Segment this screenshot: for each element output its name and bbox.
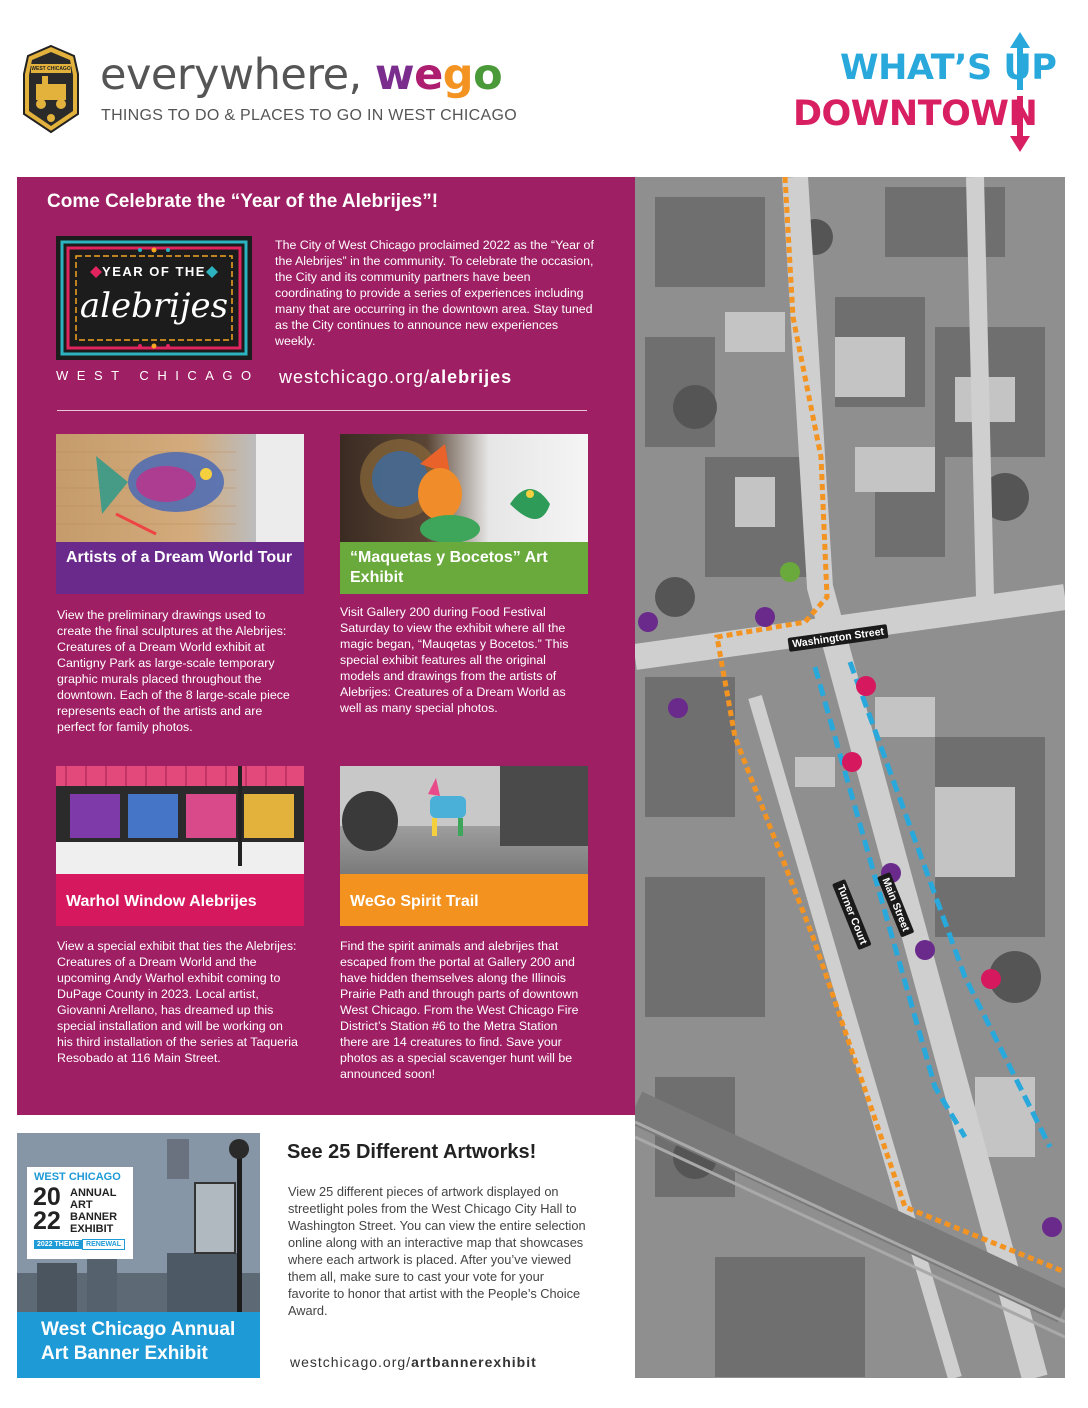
logo-line-2: alebrijes	[79, 286, 229, 326]
badge-line-1: ANNUAL	[70, 1187, 117, 1199]
card-title: WeGo Spirit Trail	[350, 893, 479, 910]
brand-prefix: everywhere,	[100, 50, 362, 100]
card-title: Warhol Window Alebrijes	[66, 893, 257, 910]
year-of-alebrijes-logo: YEAR OF THE alebrijes	[56, 236, 252, 360]
card-label-wego-spirit-trail: WeGo Spirit Trail	[340, 874, 588, 926]
card-label-artists-dream-world: Artists of a Dream World Tour	[56, 542, 304, 594]
maquetas-bocetos-photo	[340, 434, 588, 542]
card-text-maquetas-bocetos: Visit Gallery 200 during Food Festival S…	[340, 605, 569, 715]
card-title: “Maquetas y Bocetos” Art Exhibit	[350, 549, 548, 586]
card-label-warhol-window: Warhol Window Alebrijes	[56, 874, 304, 926]
card-label-maquetas-bocetos: “Maquetas y Bocetos” Art Exhibit	[340, 542, 588, 594]
downtown-heading: DOWNTOWN	[793, 94, 1038, 134]
card-title: Artists of a Dream World Tour	[66, 549, 293, 566]
card-text-artists-dream-world: View the preliminary drawings used to cr…	[57, 608, 290, 734]
up-down-arrow-icon	[1010, 32, 1030, 152]
badge-line-3: BANNER	[70, 1211, 118, 1223]
tagline: THINGS TO DO & PLACES TO GO IN WEST CHIC…	[101, 107, 517, 124]
feature-title: Come Celebrate the “Year of the Alebrije…	[47, 191, 439, 212]
storefront-windows-graphic	[56, 766, 304, 874]
feature-divider	[57, 410, 587, 411]
banner-badge: WEST CHICAGO 20 22 ANNUAL ART BANNER EXH…	[27, 1167, 133, 1259]
seal-text: WEST CHICAGO	[31, 66, 71, 72]
card-text-warhol-window: View a special exhibit that ties the Ale…	[57, 939, 298, 1065]
map-graphic	[635, 177, 1065, 1378]
west-chicago-seal-logo	[23, 44, 79, 134]
theme-value: RENEWAL	[82, 1239, 126, 1250]
badge-line-2: ART	[70, 1199, 93, 1211]
theme-label: 2022 THEME	[34, 1240, 83, 1249]
warhol-window-photo	[56, 766, 304, 874]
feature-intro-text: The City of West Chicago proclaimed 2022…	[275, 238, 594, 348]
badge-year-top: 20	[33, 1183, 61, 1211]
url-prefix: westchicago.org/	[279, 367, 431, 387]
logo-line-1: YEAR OF THE	[102, 264, 206, 279]
spirit-animal-graphic	[340, 766, 588, 851]
url-bold: artbannerexhibit	[411, 1354, 537, 1370]
banner-caption: West Chicago Annual Art Banner Exhibit	[17, 1312, 260, 1378]
brand-letter-o: o	[473, 50, 503, 100]
downtown-aerial-map[interactable]: Washington Street Main Street Turner Cou…	[635, 177, 1065, 1378]
artworks-title: See 25 Different Artworks!	[287, 1141, 537, 1163]
wego-spirit-trail-photo	[340, 766, 588, 874]
brand-wordmark: everywhere, wego	[100, 50, 503, 100]
url-bold: alebrijes	[430, 367, 513, 387]
brand-letter-g: g	[442, 50, 474, 100]
badge-year-bottom: 22	[33, 1207, 61, 1235]
alebrijes-url[interactable]: westchicago.org/alebrijes	[279, 367, 512, 388]
alebrije-sculpture-graphic	[360, 439, 550, 542]
logo-city: WEST CHICAGO	[56, 368, 260, 383]
badge-line-4: EXHIBIT	[70, 1223, 114, 1235]
brand-letter-e: e	[414, 50, 443, 100]
fish-mural-graphic	[56, 434, 304, 542]
card-text-wego-spirit-trail: Find the spirit animals and alebrijes th…	[340, 939, 579, 1081]
brand-letter-w: w	[374, 50, 415, 100]
logo-frame-pattern	[60, 240, 248, 356]
artists-dream-world-photo	[56, 434, 304, 542]
url-prefix: westchicago.org/	[290, 1354, 412, 1370]
artworks-text: View 25 different pieces of artwork disp…	[288, 1184, 586, 1318]
artbanner-url[interactable]: westchicago.org/artbannerexhibit	[290, 1354, 537, 1370]
badge-city: WEST CHICAGO	[34, 1171, 121, 1183]
